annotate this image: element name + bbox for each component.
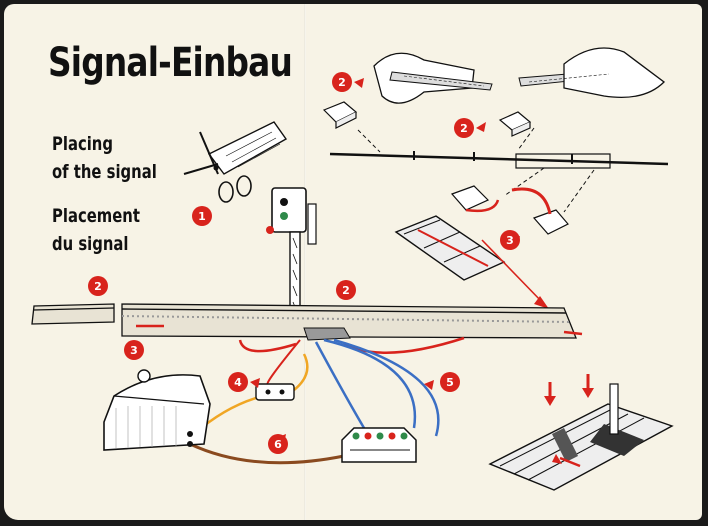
step-marker-2-mid-label: 2 [460,122,468,135]
step-marker-2-top: 2 [332,72,352,92]
step-marker-3-right-label: 3 [506,234,514,247]
distribution-panel [341,427,417,463]
step-marker-2-track: 2 [336,280,356,300]
mounting-detail [488,374,674,491]
wiring [189,336,465,465]
step-marker-4: 4 [228,372,248,392]
french-heading-line1: Placement [52,205,140,227]
step-marker-5-label: 5 [446,376,454,389]
page-title: Signal-Einbau [48,40,293,86]
hands-illustration [373,47,665,104]
step-marker-2-mid: 2 [454,118,474,138]
step-marker-1: 1 [192,206,212,226]
step-marker-1-label: 1 [198,210,206,223]
track-section-small [394,215,549,309]
installation-diagram: 1 2 2 2 2 3 3 4 [31,47,674,491]
contact-rail [329,151,669,213]
step-marker-3-left-label: 3 [130,344,138,357]
step-marker-6-label: 6 [274,438,282,451]
step-marker-3-right: 3 [500,230,520,250]
step-marker-4-label: 4 [234,376,242,389]
page-fold [304,4,306,520]
transformer-illustration [103,369,211,451]
step-marker-2-left: 2 [88,276,108,296]
step-marker-5: 5 [440,372,460,392]
french-heading-line2: du signal [52,233,129,255]
contact-clips [450,185,569,235]
english-heading-line2: of the signal [52,161,157,183]
connector-plug [255,383,295,401]
step-marker-2-top-label: 2 [338,76,346,89]
step-marker-2-track-label: 2 [342,284,350,297]
step-marker-2-left-label: 2 [94,280,102,293]
main-track [31,303,583,341]
english-heading-line1: Placing [52,133,113,155]
step-marker-3-left: 3 [124,340,144,360]
instruction-sheet: Signal-Einbau Placing of the signal Plac… [4,4,702,520]
scissors-illustration [183,121,288,203]
step-marker-6: 6 [268,434,288,454]
cover-pieces [322,101,535,153]
